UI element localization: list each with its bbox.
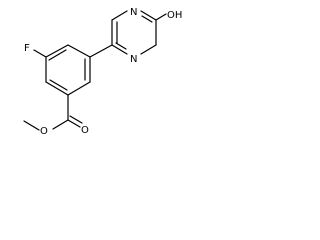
fluorine-substituent: F <box>24 43 47 58</box>
atom-n-top: N <box>130 7 137 18</box>
bond-biaryl <box>89 44 113 58</box>
benzene-ring <box>45 44 91 96</box>
bond-c-oh <box>155 13 167 21</box>
bond-benzene-4 <box>45 81 69 96</box>
bond-carbonyl-ester-o <box>52 119 69 130</box>
atom-n-bottom: N <box>130 54 137 65</box>
bond-carbonyl-double-1 <box>67 119 81 128</box>
atom-ester-o: O <box>40 126 48 137</box>
bond-benzene-4-inner <box>49 79 68 91</box>
bond-pyr-2 <box>111 10 128 21</box>
bond-benzene-2-inner <box>48 49 67 61</box>
atom-oh: OH <box>167 10 182 21</box>
atom-carbonyl-o: O <box>81 125 89 136</box>
bond-pyr-5 <box>140 44 157 55</box>
structure-diagram: F N N OH O O <box>0 0 206 160</box>
bond-pyr-6-inner <box>115 42 127 50</box>
bond-pyr-3 <box>140 10 157 21</box>
bond-benzene-5 <box>67 81 91 96</box>
methyl-ester-group: O O <box>23 94 89 137</box>
atom-f: F <box>24 43 30 54</box>
molecule-svg: F N N OH O O <box>23 7 182 137</box>
pyrimidine-ring: N N <box>111 7 157 65</box>
bond-c-f <box>33 49 47 58</box>
bond-ester-o-methyl <box>23 120 40 131</box>
bond-pyr-6 <box>111 44 128 55</box>
bond-carbonyl-double-2 <box>69 115 83 124</box>
bond-benzene-1 <box>67 44 91 58</box>
hydroxyl-group: OH <box>155 10 182 21</box>
bond-benzene-2 <box>45 44 69 58</box>
bond-pyr-3-inner <box>141 15 153 23</box>
